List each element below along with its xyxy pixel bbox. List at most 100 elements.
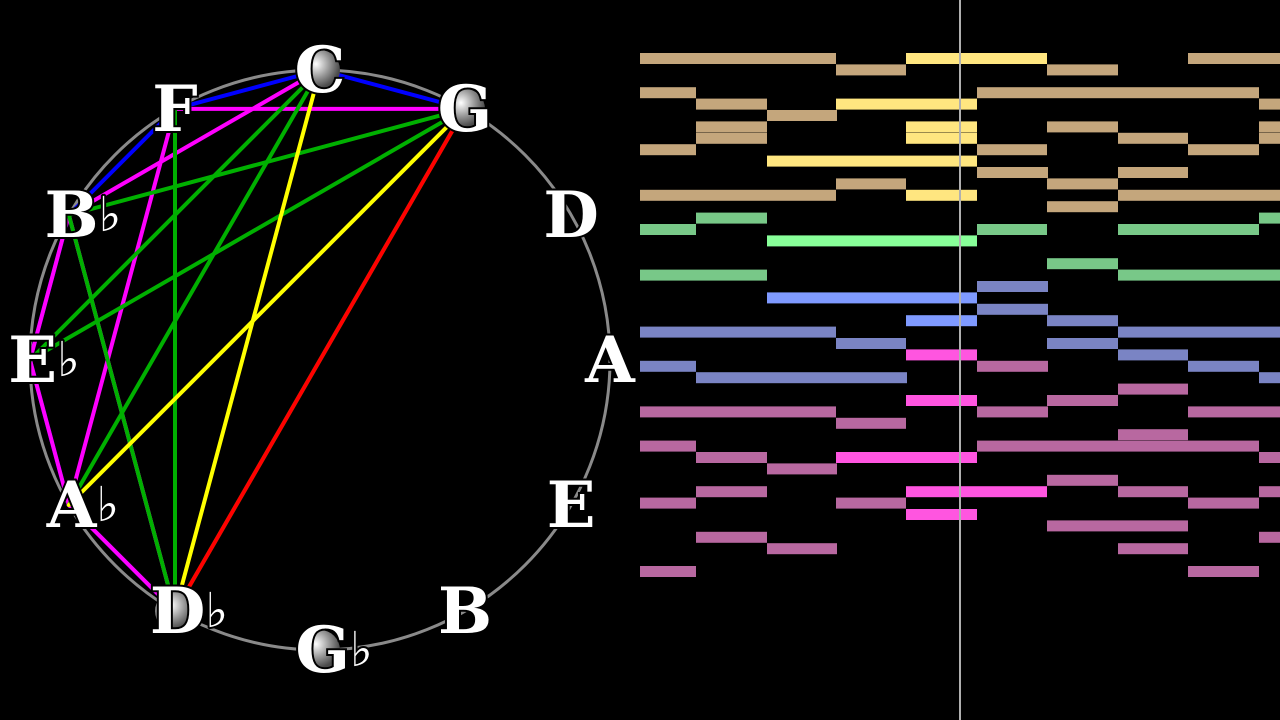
chord-edge-db-g — [173, 106, 467, 614]
roll-note — [696, 486, 767, 498]
active-marker-g — [445, 88, 485, 129]
note-label-db: D♭ — [150, 574, 228, 649]
note-label-e: E — [547, 468, 596, 543]
active-marker-c — [300, 50, 340, 90]
roll-note — [906, 53, 1047, 64]
roll-note — [767, 292, 977, 304]
roll-note — [1118, 543, 1188, 555]
piano-roll — [640, 0, 1280, 720]
roll-note — [1188, 406, 1280, 418]
note-label-g: G — [438, 71, 493, 146]
roll-note — [640, 326, 836, 338]
piano-roll-notes — [640, 53, 1280, 577]
note-label-ab: A♭ — [46, 468, 119, 543]
roll-note — [1259, 212, 1280, 224]
roll-note — [696, 372, 907, 384]
roll-note — [696, 212, 767, 224]
roll-note — [1047, 64, 1118, 76]
roll-note — [1118, 269, 1280, 281]
roll-note — [977, 87, 1259, 99]
roll-note — [1118, 189, 1280, 201]
roll-note — [640, 406, 836, 418]
chord-edge-bb-eb — [28, 213, 71, 362]
note-label-c: C — [295, 33, 346, 108]
roll-note — [640, 224, 696, 235]
roll-note — [906, 509, 977, 520]
note-label-eb: E♭ — [8, 323, 79, 398]
roll-note — [1047, 201, 1118, 213]
chord-edge-c-g — [318, 68, 467, 111]
roll-note — [767, 463, 837, 475]
note-label-a: A — [584, 323, 636, 398]
roll-note — [1047, 178, 1118, 190]
roll-note — [1259, 121, 1280, 133]
chord-edge-bb-c — [66, 68, 322, 217]
roll-note — [640, 566, 696, 577]
roll-note — [640, 53, 836, 64]
roll-note — [977, 440, 1188, 452]
roll-note — [640, 360, 696, 372]
roll-note — [1259, 98, 1280, 110]
note-label-b: B — [438, 574, 492, 649]
roll-note — [977, 406, 1048, 418]
roll-note — [1259, 132, 1280, 144]
chord-edge-bb-db — [66, 213, 177, 614]
chord-edge-eb-g — [28, 106, 467, 362]
roll-note — [1047, 121, 1118, 133]
chord-edge-ab-db — [66, 503, 177, 614]
roll-note — [640, 189, 836, 201]
roll-note — [836, 338, 906, 349]
roll-note — [836, 98, 977, 110]
roll-note — [1188, 497, 1259, 509]
roll-note — [1259, 452, 1280, 463]
roll-note — [1047, 395, 1118, 406]
roll-note — [1188, 360, 1259, 372]
roll-note — [1259, 531, 1280, 543]
roll-note — [1118, 167, 1188, 178]
note-label-d: D — [543, 178, 599, 253]
roll-note — [836, 417, 906, 429]
roll-note — [1118, 486, 1188, 498]
roll-note — [906, 132, 977, 144]
roll-note — [1259, 372, 1280, 384]
roll-note — [906, 121, 977, 133]
roll-note — [1188, 53, 1280, 64]
roll-note — [696, 531, 767, 543]
roll-note — [977, 303, 1048, 315]
roll-note — [696, 98, 767, 110]
roll-note — [767, 110, 837, 121]
chord-edge-eb-c — [28, 68, 322, 362]
active-marker-db — [155, 591, 195, 632]
roll-note — [1047, 258, 1118, 270]
roll-note — [1118, 429, 1188, 441]
note-label-f: F — [152, 71, 197, 146]
roll-note — [977, 167, 1048, 178]
chord-edge-db-c — [173, 68, 322, 614]
roll-note — [640, 497, 696, 509]
roll-note — [696, 452, 767, 463]
chord-edge-bb-f — [66, 106, 177, 217]
roll-note — [906, 486, 1047, 498]
roll-note — [906, 189, 977, 201]
roll-note — [1259, 486, 1280, 498]
roll-note — [836, 497, 906, 509]
roll-note — [977, 281, 1048, 292]
active-marker-gb — [300, 630, 340, 670]
roll-note — [1047, 315, 1118, 327]
roll-note — [906, 315, 977, 327]
roll-note — [1118, 224, 1259, 235]
roll-note — [836, 64, 906, 76]
chord-edge-eb-ab — [28, 358, 71, 507]
roll-note — [1118, 132, 1188, 144]
roll-note — [696, 121, 767, 133]
roll-note — [977, 360, 1048, 372]
roll-note — [906, 395, 977, 406]
roll-note — [640, 440, 696, 452]
roll-note — [1047, 520, 1188, 532]
roll-note — [1188, 144, 1259, 156]
roll-note — [767, 543, 837, 555]
roll-note — [1188, 440, 1259, 452]
